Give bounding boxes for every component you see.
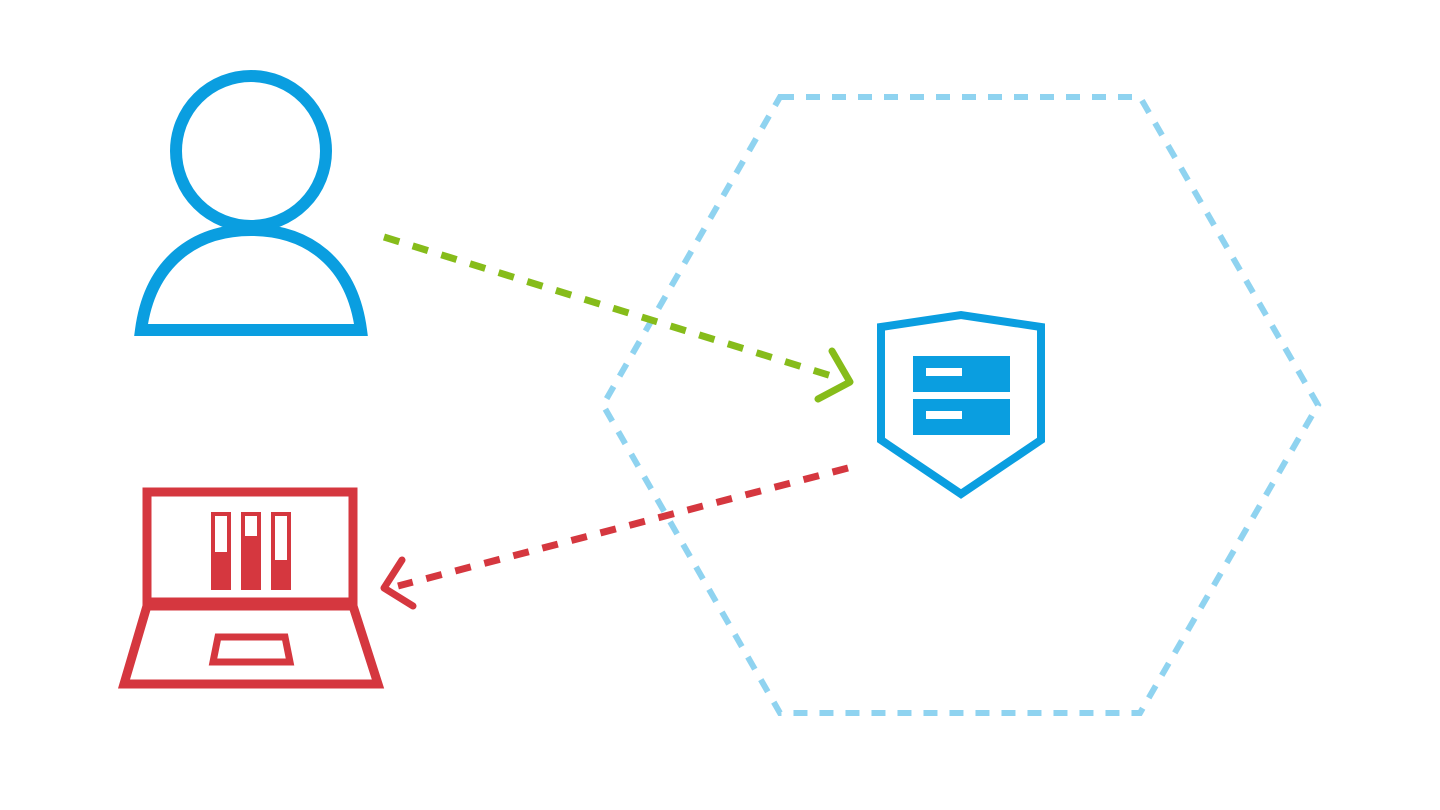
laptop-icon <box>117 487 385 689</box>
laptop-screen-bar-highlight <box>215 516 227 552</box>
request-arrow <box>382 233 854 403</box>
user-icon <box>134 70 368 336</box>
server-unit-slot <box>926 411 962 419</box>
shield-server-icon <box>877 310 1045 499</box>
server-unit-slot <box>926 368 962 376</box>
user-body <box>134 223 368 336</box>
response-arrow-line <box>397 464 849 590</box>
hexagon-boundary <box>599 94 1322 716</box>
laptop-trackpad <box>208 633 295 666</box>
user-head <box>170 70 332 232</box>
response-arrowhead <box>380 556 417 610</box>
laptop-screen-bar-highlight <box>245 516 257 536</box>
request-arrowhead <box>814 347 854 403</box>
laptop-screen-bar-highlight <box>275 516 287 560</box>
request-arrow-line <box>382 233 840 382</box>
response-arrow <box>380 464 849 610</box>
